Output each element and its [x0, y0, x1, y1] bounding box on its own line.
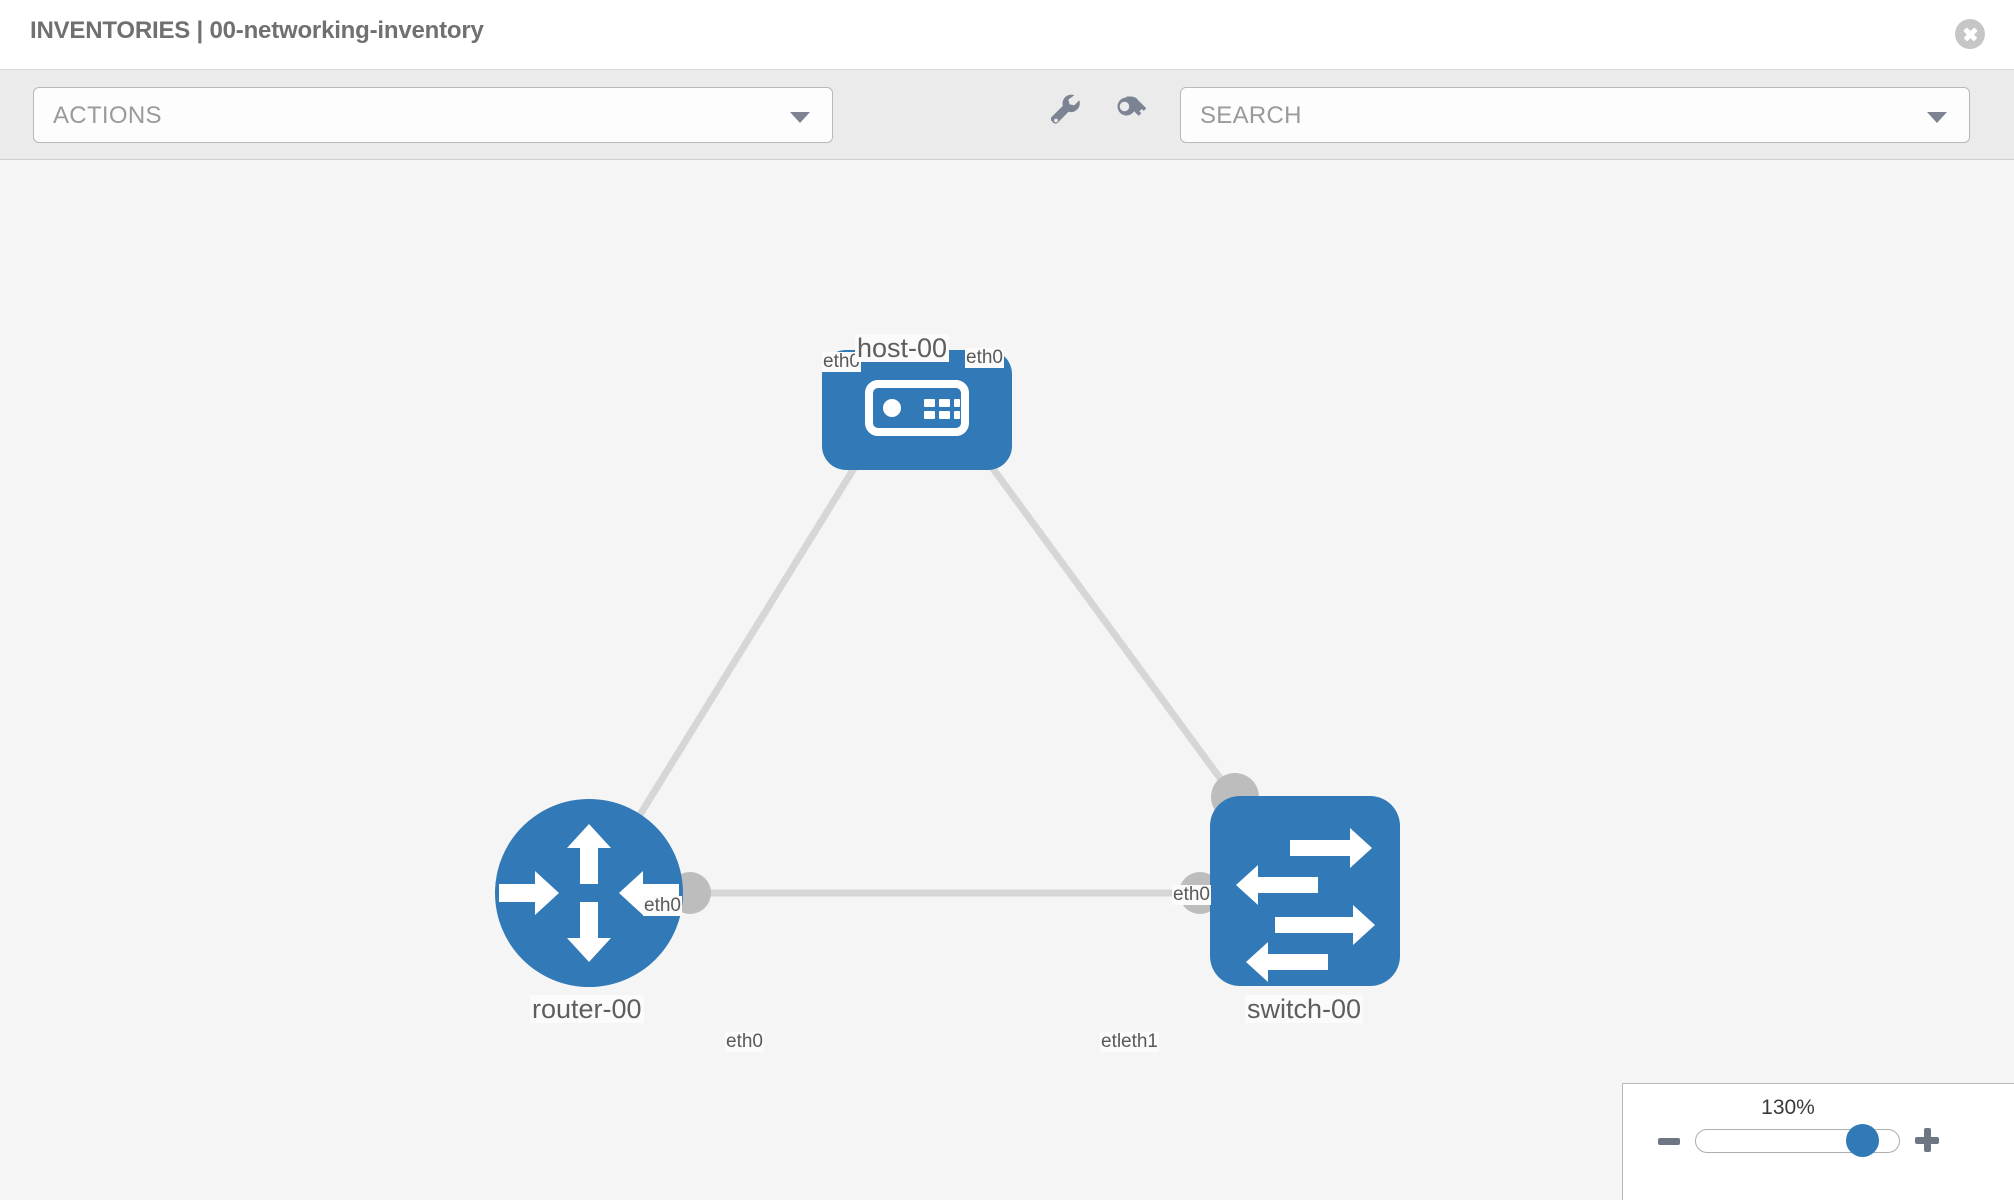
page-header: INVENTORIES | 00-networking-inventory [0, 0, 2014, 70]
server-icon [865, 380, 969, 436]
server-icon-led [883, 399, 901, 417]
node-host-00 [822, 350, 1012, 470]
toolbar: ACTIONS SEARCH [0, 70, 2014, 160]
topology-canvas[interactable]: eth0 host-00 eth0 eth0 eth0 eth0 eth eth… [0, 160, 2014, 1200]
search-input[interactable]: SEARCH [1180, 87, 1970, 143]
node-label-host-00: host-00 [855, 333, 950, 363]
topology-links [609, 407, 1283, 897]
zoom-out-button[interactable] [1658, 1138, 1680, 1145]
page-title: INVENTORIES | 00-networking-inventory [30, 17, 484, 44]
node-switch-00 [1210, 796, 1400, 986]
iface-label-switch-up: eth0 [1172, 884, 1211, 905]
actions-dropdown[interactable]: ACTIONS [33, 87, 833, 143]
iface-label-host-left: eth0 [822, 351, 861, 372]
node-label-router-00: router-00 [530, 994, 644, 1024]
link-host-router [609, 408, 893, 862]
key-icon-glyph [1117, 96, 1147, 116]
close-icon[interactable] [1955, 19, 1985, 49]
iface-label-switch-left: eth1 [1120, 1031, 1159, 1052]
node-label-switch-00: switch-00 [1245, 994, 1364, 1024]
server-icon-ports [924, 399, 960, 419]
actions-dropdown-label: ACTIONS [53, 102, 162, 129]
switch-arrows-icon [1236, 828, 1375, 982]
zoom-level-label: 130% [1761, 1096, 1815, 1119]
chevron-down-icon[interactable] [1927, 112, 1947, 123]
zoom-slider-thumb[interactable] [1846, 1124, 1879, 1157]
iface-label-router-up: eth0 [643, 895, 682, 916]
zoom-control-panel: 130% [1622, 1083, 2014, 1200]
wrench-icon-glyph [1050, 94, 1080, 124]
search-placeholder: SEARCH [1200, 102, 1302, 129]
topology-graph [495, 350, 1400, 987]
key-icon[interactable] [1110, 87, 1154, 131]
iface-label-router-right: eth0 [725, 1031, 764, 1052]
node-router-00 [495, 799, 683, 987]
wrench-icon[interactable] [1043, 87, 1087, 131]
node-router-shape [495, 799, 683, 987]
chevron-down-icon [790, 112, 810, 123]
router-arrows-icon [499, 824, 679, 962]
zoom-in-button[interactable] [1915, 1128, 1939, 1152]
node-host-shape [822, 350, 1012, 470]
iface-label-host-right: eth0 [965, 347, 1004, 368]
